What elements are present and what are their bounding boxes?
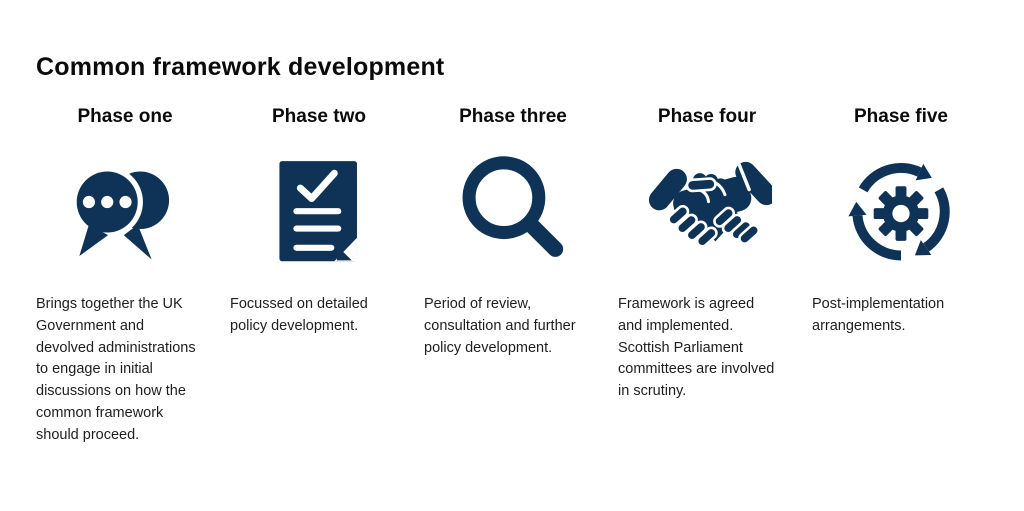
phase-four-column: Phase four [618, 106, 796, 461]
phase-five-column: Phase five [812, 106, 990, 461]
phase-three-column: Phase three Period of review, consultati… [424, 106, 602, 461]
gear-glyph [873, 186, 929, 241]
document-check-icon [279, 161, 358, 262]
phase-four-icon-wrap [642, 138, 772, 280]
phase-two-column: Phase two Focussed on detailed policy de… [230, 106, 408, 461]
phase-five-icon-wrap [840, 138, 962, 280]
phase-five-label: Phase five [854, 106, 948, 127]
phase-one-column: Phase one Brings together the UK Governm… [36, 106, 214, 461]
process-cycle-icon [848, 163, 950, 261]
phase-two-label: Phase two [272, 106, 366, 127]
phase-two-description: Focussed on detailed policy development. [230, 296, 368, 334]
phase-one-label: Phase one [77, 106, 173, 127]
magnifier-icon [462, 156, 564, 257]
phase-three-description: Period of review, consultation and furth… [424, 296, 576, 356]
phase-three-label: Phase three [459, 106, 567, 127]
chat-bubbles-icon [71, 166, 170, 260]
phase-three-icon-wrap [456, 138, 569, 280]
phase-two-icon-wrap [262, 138, 375, 280]
phase-columns: Phase one Brings together the UK Governm… [36, 106, 990, 461]
phase-five-description: Post-implementation arrangements. [812, 296, 945, 334]
phase-four-description: Framework is agreed and implemented. Sco… [618, 296, 775, 399]
page-title: Common framework development [36, 52, 445, 81]
phase-one-description: Brings together the UK Government and de… [36, 296, 196, 443]
phase-four-label: Phase four [657, 106, 757, 127]
phase-one-icon-wrap [68, 138, 181, 280]
handshake-icon [649, 161, 772, 248]
